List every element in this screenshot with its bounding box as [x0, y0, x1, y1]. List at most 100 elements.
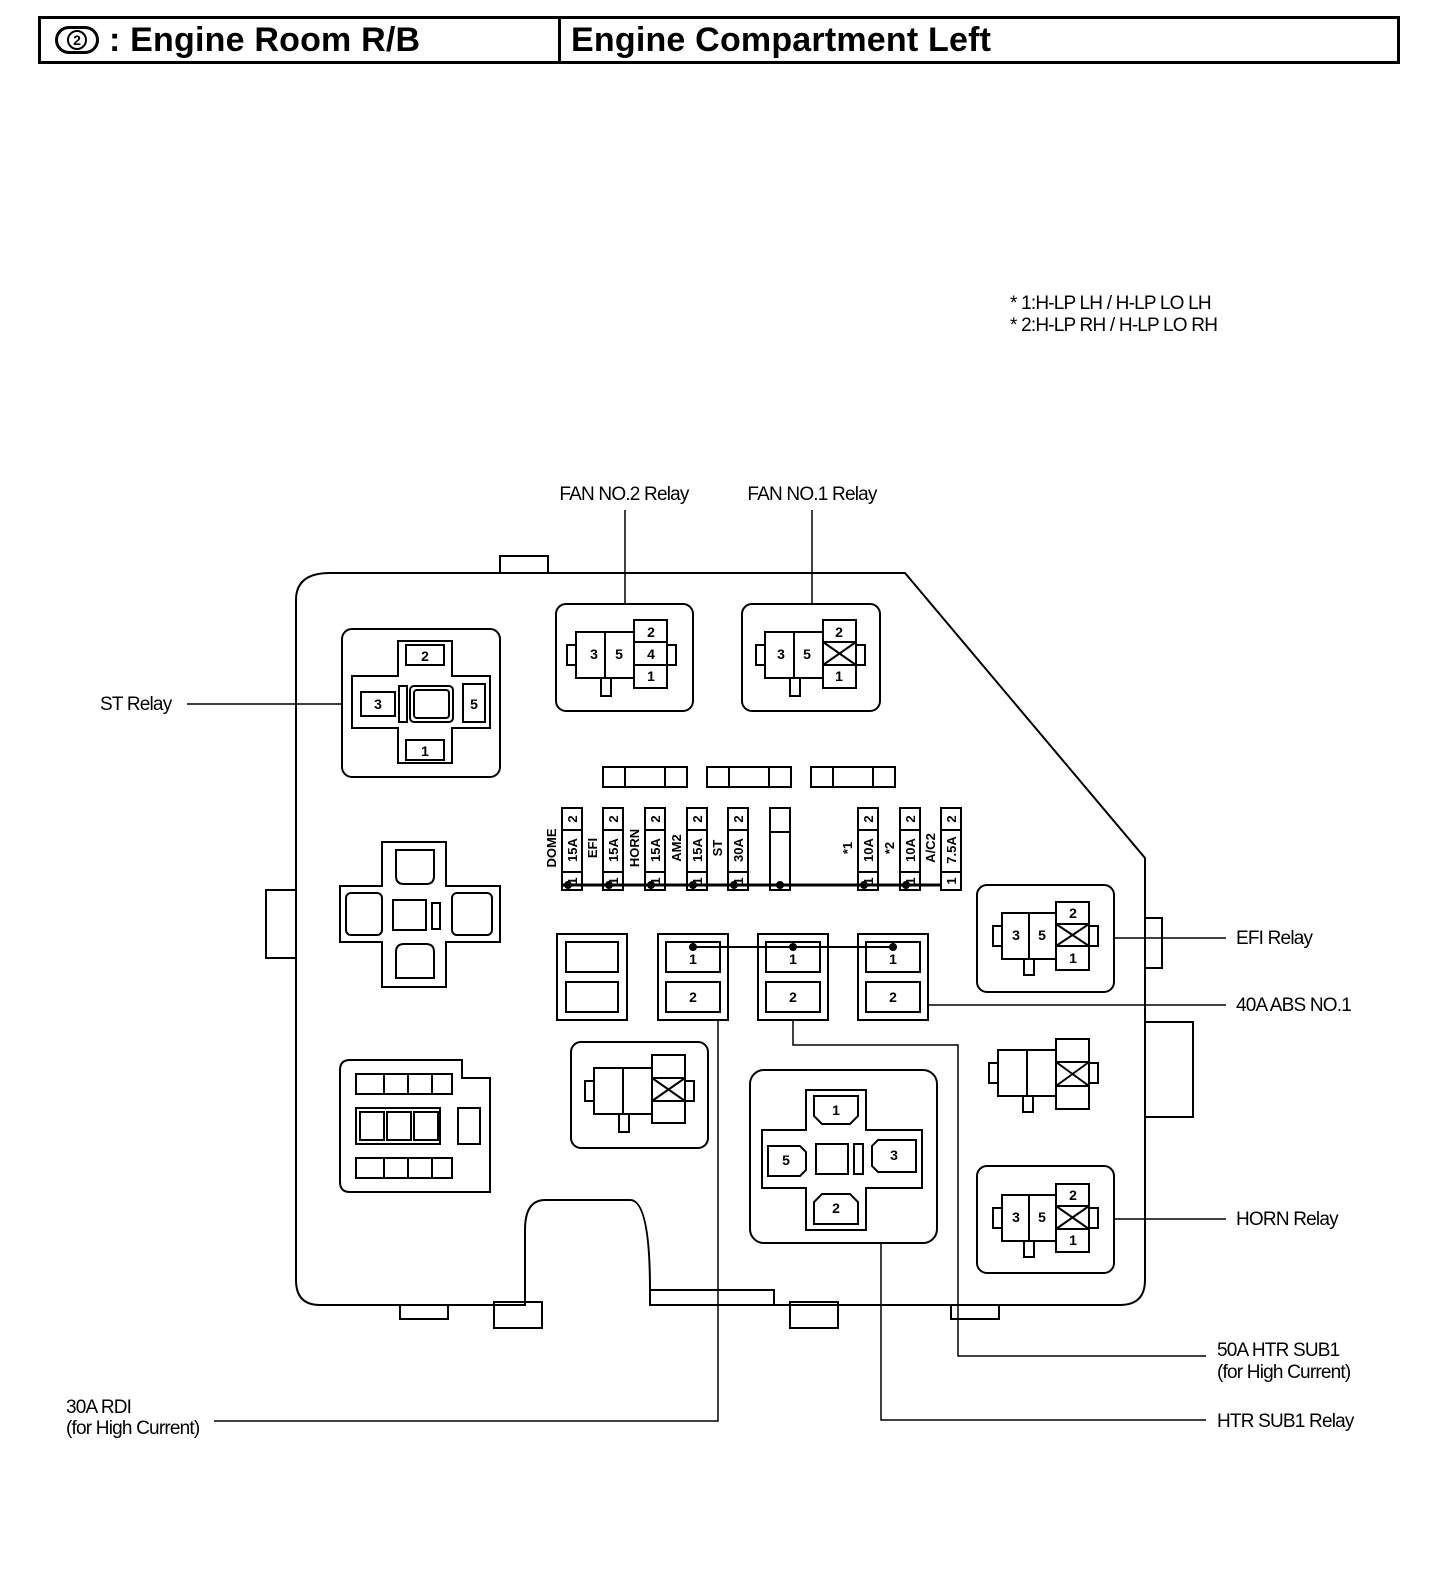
st-relay-socket: 2 1 3 5: [341, 628, 501, 778]
fuse-name: *1: [840, 842, 855, 854]
rdi-fuse-label: 30A RDI: [66, 1397, 131, 1418]
htr-fuse-pin-2: 2: [789, 989, 797, 1005]
footnote-2: * 2:H-LP RH / H-LP LO RH: [1010, 315, 1217, 336]
horn-pin-3: 3: [1012, 1209, 1020, 1225]
fuse-rating: 7.5A: [944, 836, 959, 864]
large-fuse-blocks: 1 2 1 2 1 2: [556, 933, 929, 1021]
abs-fuse-pin-2: 2: [889, 989, 897, 1005]
efi-relay-socket: 3 5 2 1: [976, 884, 1115, 993]
htr-sub1-relay-socket: 1 2 5 3: [749, 1069, 938, 1244]
fuse-body: [899, 807, 921, 891]
left-relay-block: [339, 841, 501, 988]
st-pin-5: 5: [470, 696, 478, 712]
fan2-pin-1: 1: [647, 668, 655, 684]
fan1-pin-5: 5: [803, 646, 811, 662]
title-bar: 2 : Engine Room R/B Engine Compartment L…: [38, 16, 1400, 64]
horn-pin-2: 2: [1069, 1187, 1077, 1203]
htr-sub1-fuse-label: 50A HTR SUB1: [1217, 1340, 1340, 1361]
rdi-fuse-pin-1: 1: [689, 951, 697, 967]
fuse-slot: 2 10A 1 *1: [840, 807, 879, 891]
leader-lines: [187, 510, 1226, 1422]
fuse-rating: 15A: [606, 837, 621, 861]
fuse-rating: 15A: [565, 837, 580, 861]
fuse-rating: 15A: [690, 837, 705, 861]
spare-fuse-holders: [602, 766, 896, 788]
fuse-pin-2: 2: [690, 815, 705, 822]
bottom-tab-3: [649, 1289, 775, 1306]
fuse-name: DOME: [544, 828, 559, 867]
fuse-slot: 2 15A 1 DOME: [544, 807, 583, 891]
fuse-name: A/C2: [923, 833, 938, 863]
fuse-body: [857, 807, 879, 891]
fuse-pin-1: 1: [861, 877, 876, 884]
connector-badge: 2: [55, 26, 99, 54]
st-pin-3: 3: [374, 696, 382, 712]
efi-pin-3: 3: [1012, 927, 1020, 943]
bottom-tab-5: [950, 1304, 1000, 1320]
fan2-relay-socket: 3 5 2 4 1: [555, 603, 694, 712]
horn-relay-label: HORN Relay: [1236, 1209, 1339, 1230]
title-left: : Engine Room R/B: [109, 20, 421, 59]
fuse-pin-2: 2: [648, 815, 663, 822]
footnote-1: * 1:H-LP LH / H-LP LO LH: [1010, 293, 1211, 314]
fan1-pin-1: 1: [835, 668, 843, 684]
title-cell-right: Engine Compartment Left: [561, 19, 1397, 61]
bottom-tab-2: [493, 1301, 543, 1329]
fan2-pin-5: 5: [615, 646, 623, 662]
fuse-slot: [769, 807, 791, 891]
htr-fuse-pin-1: 1: [789, 951, 797, 967]
fuse-pin-2: 2: [731, 815, 746, 822]
htr-pin-5: 5: [782, 1152, 790, 1168]
horn-relay-socket: 3 5 2 1: [976, 1165, 1115, 1274]
right-bracket: [1144, 1021, 1194, 1118]
top-tab: [499, 555, 549, 574]
htr-sub1-relay-label: HTR SUB1 Relay: [1217, 1411, 1355, 1432]
fuse-pin-2: 2: [944, 815, 959, 822]
st-pin-2: 2: [421, 648, 429, 664]
fuse-slot-empty: [769, 807, 791, 891]
fan2-relay-label: FAN NO.2 Relay: [559, 484, 690, 505]
bottom-tab-1: [399, 1304, 449, 1320]
fuse-pin-1: 1: [903, 877, 918, 884]
title-right: Engine Compartment Left: [571, 20, 992, 59]
fuse-body: [727, 807, 749, 891]
fuse-rating: 10A: [903, 837, 918, 861]
rdi-fuse-sublabel: (for High Current): [66, 1418, 200, 1439]
box-outline: [295, 572, 1146, 1306]
fuse-body: [602, 807, 624, 891]
htr-pin-2: 2: [832, 1200, 840, 1216]
fuse-pin-1: 1: [606, 877, 621, 884]
fan1-pin-3: 3: [777, 646, 785, 662]
abs-fuse-pin-1: 1: [889, 951, 897, 967]
fuse-body: [686, 807, 708, 891]
fuse-rating: 15A: [648, 837, 663, 861]
right-tab: [1144, 917, 1163, 969]
fuse-pin-2: 2: [565, 815, 580, 822]
fuse-body: [940, 807, 962, 891]
fuse-row: 215A1DOME215A1EFI215A1HORN215A1AM2230A1S…: [544, 807, 962, 891]
st-relay-label: ST Relay: [100, 694, 173, 715]
connector-badge-number: 2: [67, 30, 87, 50]
fuse-rating: 10A: [861, 837, 876, 861]
bottom-left-connector: [339, 1059, 491, 1193]
fuse-pin-2: 2: [606, 815, 621, 822]
fuse-name: ST: [710, 840, 725, 857]
fuse-pin-2: 2: [861, 815, 876, 822]
fuse-pin-1: 1: [565, 877, 580, 884]
fan1-relay-socket: 3 5 2 1: [741, 603, 881, 712]
fuse-body: [644, 807, 666, 891]
bottom-tab-4: [789, 1301, 839, 1329]
htr-pin-3: 3: [890, 1147, 898, 1163]
fuse-pin-1: 1: [731, 877, 746, 884]
middle-relay-socket: [570, 1041, 709, 1149]
horn-pin-1: 1: [1069, 1232, 1077, 1248]
htr-pin-1: 1: [832, 1102, 840, 1118]
right-spare-relay: [988, 1038, 1099, 1113]
efi-pin-5: 5: [1038, 927, 1046, 943]
htr-sub1-fuse-sublabel: (for High Current): [1217, 1362, 1351, 1383]
fuse-pin-1: 1: [690, 877, 705, 884]
